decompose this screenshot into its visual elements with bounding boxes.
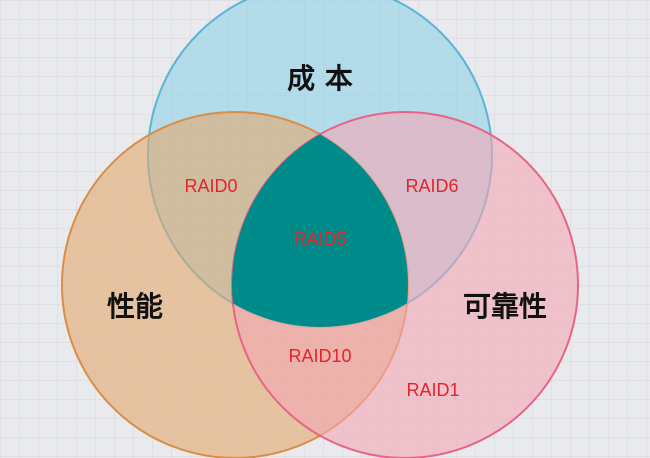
- triple-intersection-region: [232, 112, 408, 327]
- performance-title: 性能: [107, 290, 163, 323]
- region-label-all-three: RAID5: [293, 229, 346, 249]
- region-label-performance-reliability: RAID10: [288, 346, 351, 366]
- reliability-title: 可靠性: [463, 290, 547, 323]
- region-label-cost-performance: RAID0: [184, 176, 237, 196]
- region-label-reliability-only: RAID1: [406, 380, 459, 400]
- cost-title: 成 本: [287, 62, 353, 95]
- region-label-cost-reliability: RAID6: [405, 176, 458, 196]
